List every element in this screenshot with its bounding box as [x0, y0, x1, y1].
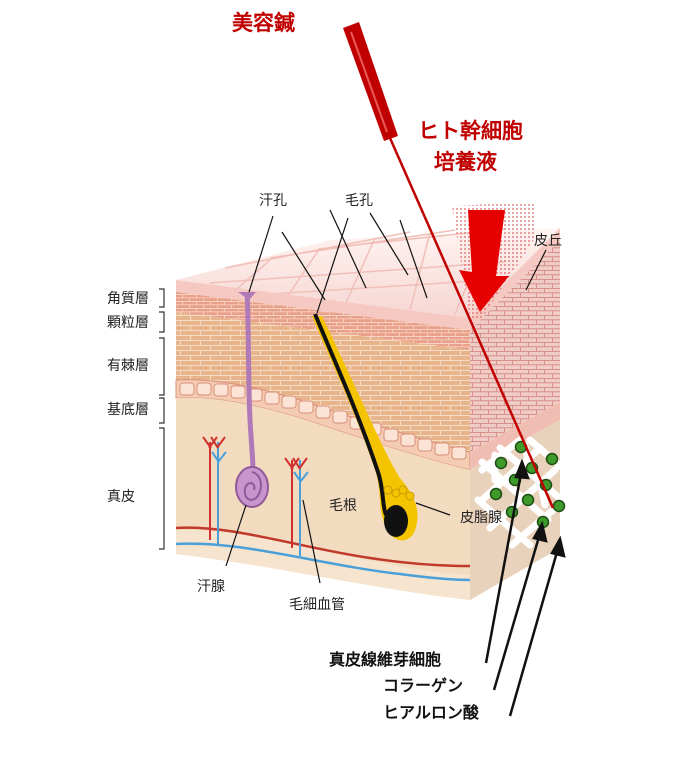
label-sebaceous-gland: 皮脂腺 — [460, 510, 502, 526]
liquid-label-line2: 培養液 — [434, 150, 497, 174]
label-skin-ridge: 皮丘 — [534, 233, 562, 249]
blood-vessel-blue — [175, 542, 471, 582]
label-hyaluronic-acid: ヒアルロン酸 — [383, 703, 479, 722]
capillary-right — [284, 457, 309, 556]
sweat-duct — [244, 291, 256, 481]
label-collagen: コラーゲン — [383, 676, 464, 695]
dermis-pointer-arrows — [484, 458, 566, 717]
label-sweat-gland: 汗腺 — [197, 579, 225, 595]
label-hair-root: 毛根 — [329, 498, 357, 514]
sweat-pore-funnel — [238, 292, 256, 300]
label-sweat-pore: 汗孔 — [259, 193, 287, 209]
label-hair-pore: 毛孔 — [345, 193, 373, 209]
liquid-arrow — [459, 210, 509, 312]
label-fibroblast: 真皮線維芽細胞 — [329, 650, 442, 669]
basal-cells — [179, 382, 467, 460]
hair-shaft — [313, 313, 388, 516]
liquid-label-line1: ヒト幹細胞 — [418, 119, 523, 143]
capillary-left — [202, 436, 227, 546]
label-stratum-spinosum: 有棘層 — [107, 358, 149, 374]
hair-bulb — [384, 505, 408, 537]
sweat-gland-coil — [235, 466, 269, 508]
sebaceous-gland — [383, 485, 415, 501]
skin-top-tile-lines — [209, 228, 506, 315]
label-dermis: 真皮 — [107, 489, 135, 505]
label-capillary: 毛細血管 — [289, 597, 345, 613]
label-stratum-basale: 基底層 — [107, 402, 149, 418]
needle-handle — [343, 22, 398, 141]
blood-vessel-red — [175, 526, 471, 568]
tool-label: 美容鍼 — [232, 11, 295, 35]
side-epidermis — [470, 240, 560, 452]
label-stratum-granulosum: 顆粒層 — [107, 315, 149, 331]
layer-brackets — [159, 288, 165, 550]
label-stratum-corneum: 角質層 — [107, 291, 149, 307]
side-top — [470, 228, 560, 330]
leader-lines — [225, 209, 547, 584]
layer-subcutis — [176, 529, 470, 600]
needle-shaft — [388, 137, 555, 509]
